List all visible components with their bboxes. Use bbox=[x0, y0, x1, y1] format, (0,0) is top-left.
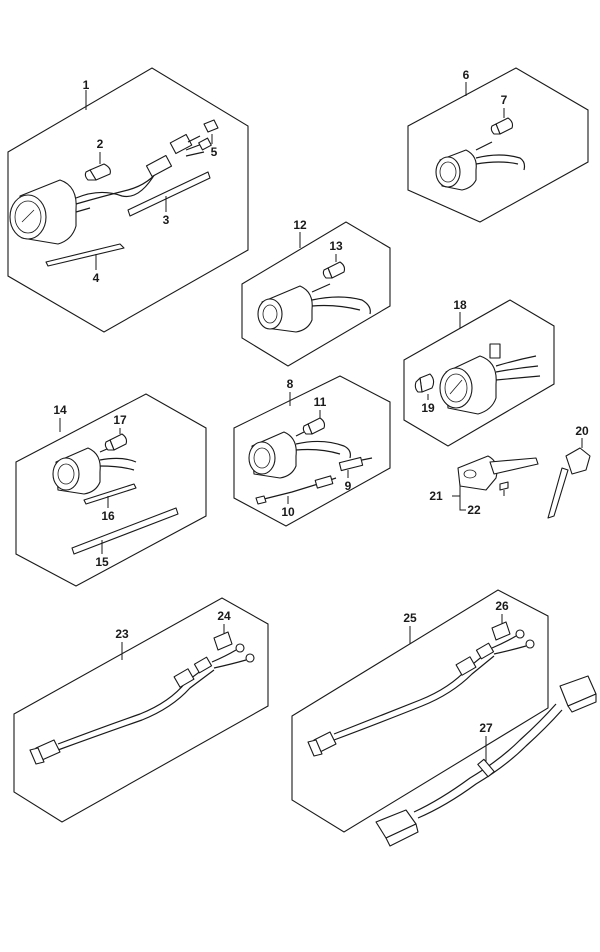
callout-23: 23 bbox=[115, 627, 129, 641]
callout-11: 11 bbox=[314, 395, 327, 409]
connector-part-9 bbox=[338, 456, 373, 478]
callout-18: 18 bbox=[453, 298, 467, 312]
part-20-bracket bbox=[547, 438, 591, 519]
callout-22: 22 bbox=[467, 503, 481, 517]
group-6: 6 7 bbox=[407, 67, 589, 223]
group-1-box bbox=[7, 67, 249, 333]
group-18-box bbox=[403, 299, 555, 447]
callout-1: 1 bbox=[83, 78, 90, 92]
group-18: 18 19 bbox=[403, 298, 555, 447]
harness-part-25 bbox=[307, 629, 535, 757]
harness-part-27 bbox=[375, 675, 597, 847]
callout-10: 10 bbox=[281, 505, 295, 519]
gauge-part-1 bbox=[9, 165, 163, 245]
cable-tie-part-16 bbox=[83, 483, 137, 508]
callout-16: 16 bbox=[101, 509, 115, 523]
callout-5: 5 bbox=[211, 145, 218, 159]
callout-21: 21 bbox=[429, 489, 443, 503]
harness-part-10 bbox=[255, 475, 337, 505]
group-25: 25 26 bbox=[291, 589, 549, 833]
callout-14: 14 bbox=[53, 403, 67, 417]
terminal-part-5 bbox=[203, 119, 219, 144]
callout-2: 2 bbox=[97, 137, 104, 151]
group-8: 8 11 10 9 bbox=[233, 375, 391, 527]
group-12-box bbox=[241, 221, 391, 367]
gauge-part-12 bbox=[257, 283, 371, 333]
callout-7: 7 bbox=[501, 93, 508, 107]
gauge-part-18 bbox=[439, 343, 541, 415]
gauge-part-6 bbox=[435, 141, 526, 191]
group-12: 12 13 bbox=[241, 218, 391, 367]
cable-tie-part-4 bbox=[45, 243, 125, 270]
bulb-part-19 bbox=[414, 373, 435, 400]
callout-9: 9 bbox=[345, 479, 352, 493]
gauge-part-14 bbox=[52, 445, 137, 495]
callout-3: 3 bbox=[163, 213, 170, 227]
bulb-part-2 bbox=[84, 152, 111, 181]
part-21-holder bbox=[452, 455, 539, 511]
gauge-part-8 bbox=[248, 427, 351, 479]
group-25-box bbox=[291, 589, 549, 833]
callout-26: 26 bbox=[495, 599, 509, 613]
group-23: 23 24 bbox=[13, 597, 269, 823]
tube-part-3 bbox=[127, 171, 211, 217]
callout-13: 13 bbox=[329, 239, 343, 253]
connector-part-26 bbox=[491, 614, 511, 641]
bulb-part-7 bbox=[490, 108, 514, 135]
callout-15: 15 bbox=[95, 555, 109, 569]
group-6-box bbox=[407, 67, 589, 223]
callout-12: 12 bbox=[293, 218, 307, 232]
callout-8: 8 bbox=[287, 377, 294, 391]
callout-20: 20 bbox=[575, 424, 589, 438]
callout-25: 25 bbox=[403, 611, 417, 625]
group-14-box bbox=[15, 393, 207, 587]
connector-part-24 bbox=[213, 624, 233, 651]
callout-27: 27 bbox=[479, 721, 493, 735]
connector-harness-1 bbox=[145, 133, 212, 178]
group-1: 1 2 5 bbox=[7, 67, 249, 333]
part-22-screw bbox=[499, 481, 509, 496]
group-8-box bbox=[233, 375, 391, 527]
bulb-part-13 bbox=[322, 254, 346, 279]
bulb-part-17 bbox=[104, 428, 128, 451]
tube-part-15 bbox=[71, 507, 179, 555]
callout-4: 4 bbox=[93, 271, 100, 285]
callout-6: 6 bbox=[463, 68, 470, 82]
group-23-box bbox=[13, 597, 269, 823]
callout-17: 17 bbox=[113, 413, 127, 427]
group-14: 14 17 16 15 bbox=[15, 393, 207, 587]
bulb-part-11 bbox=[302, 410, 326, 435]
harness-part-23 bbox=[29, 643, 255, 765]
callout-19: 19 bbox=[421, 401, 435, 415]
callout-24: 24 bbox=[217, 609, 231, 623]
